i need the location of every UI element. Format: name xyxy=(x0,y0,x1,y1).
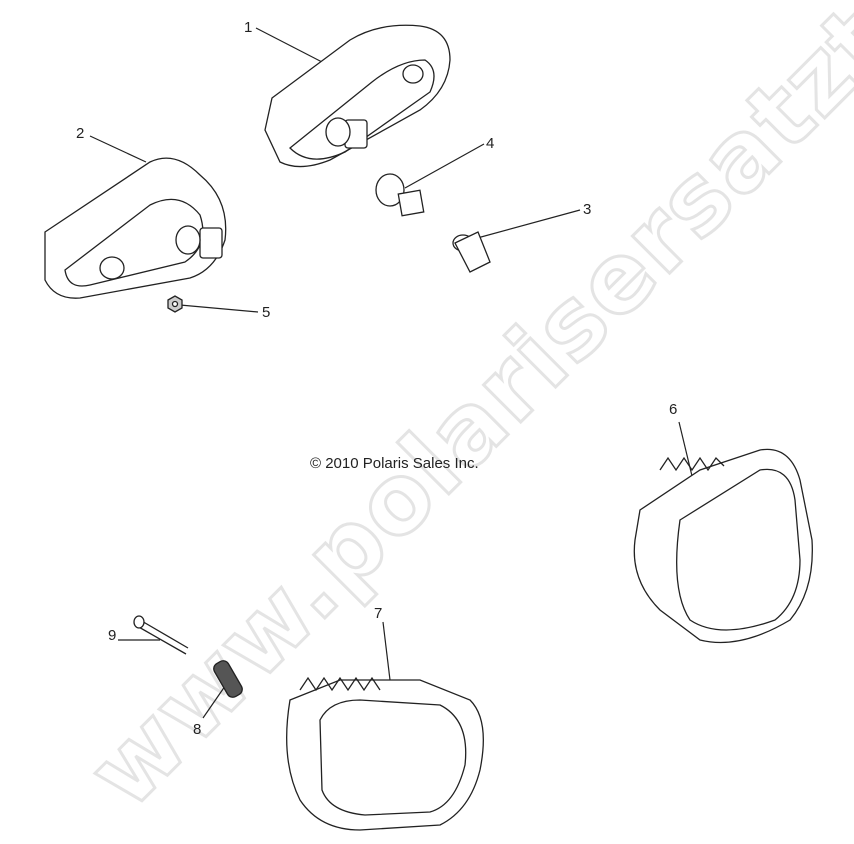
part-1-tail-lamp xyxy=(264,24,451,168)
part-4-bulb xyxy=(375,173,425,217)
callout-3: 3 xyxy=(583,201,592,218)
part-8-spring xyxy=(213,660,243,698)
part-3-socket xyxy=(452,231,491,273)
copyright-notice: © 2010 Polaris Sales Inc. xyxy=(310,455,479,472)
leader-line-5 xyxy=(179,304,259,313)
leader-line-7 xyxy=(382,621,391,681)
part-7-headlight xyxy=(286,676,484,831)
leader-line-1 xyxy=(255,27,323,63)
callout-9: 9 xyxy=(108,627,117,644)
callout-4: 4 xyxy=(486,135,495,152)
part-2-tail-lamp xyxy=(44,157,227,299)
callout-1: 1 xyxy=(244,19,253,36)
callout-6: 6 xyxy=(669,401,678,418)
callout-2: 2 xyxy=(76,125,85,142)
part-6-headlight xyxy=(633,448,813,644)
callout-8: 8 xyxy=(193,721,202,738)
callout-7: 7 xyxy=(374,605,383,622)
leader-line-4 xyxy=(404,143,485,189)
leader-line-3 xyxy=(469,209,581,241)
leader-line-2 xyxy=(89,135,147,163)
part-5-nut xyxy=(167,295,183,313)
callout-5: 5 xyxy=(262,304,271,321)
part-9-pin xyxy=(133,615,189,655)
